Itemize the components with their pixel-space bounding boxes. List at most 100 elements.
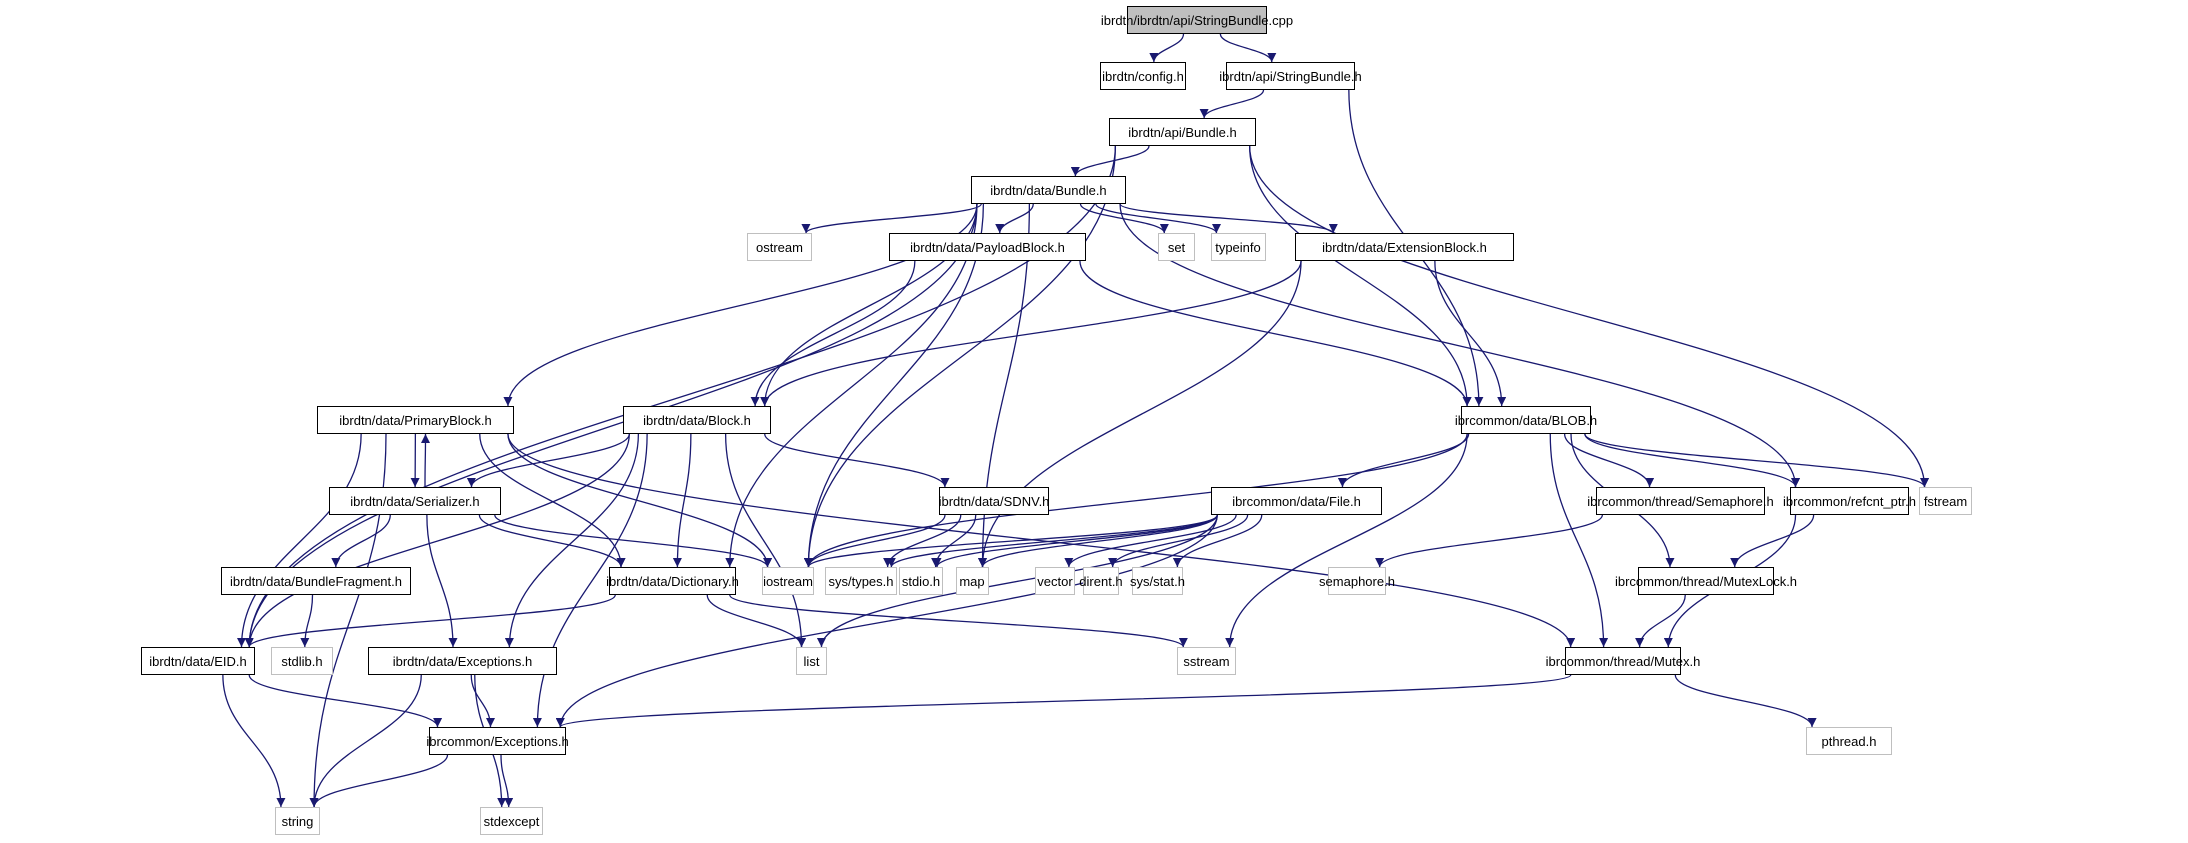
node-common-exceptions[interactable]: ibrcommon/Exceptions.h (426, 727, 569, 755)
node-label: dirent.h (1079, 573, 1123, 589)
edge-blob-to-semaphore-h (1563, 433, 1655, 488)
node-api-bundle[interactable]: ibrdtn/api/Bundle.h (1109, 118, 1256, 146)
node-label: map (959, 573, 985, 589)
node-stringbundle-h[interactable]: ibrdtn/api/StringBundle.h (1219, 62, 1362, 90)
edge-file-to-common-exceptions (555, 514, 1218, 728)
node-label: vector (1037, 573, 1073, 589)
node-label: stdlib.h (281, 653, 323, 669)
edge-block-to-common-exceptions (532, 433, 648, 728)
edge-common-exceptions-to-stdexcept (500, 754, 514, 808)
node-label: semaphore.h (1319, 573, 1395, 589)
node-systypes: sys/types.h (824, 567, 898, 595)
edge-file-to-vector (1064, 514, 1237, 568)
edge-serializer-to-dictionary (478, 514, 626, 568)
node-label: ibrdtn/data/PayloadBlock.h (910, 239, 1065, 255)
edge-data-exceptions-to-common-exceptions (470, 674, 495, 728)
edge-common-exceptions-to-string (309, 754, 449, 808)
edge-blob-to-refcnt (1584, 433, 1800, 488)
node-sstream: sstream (1177, 647, 1236, 675)
edge-stringbundle-h-to-api-bundle (1199, 89, 1265, 119)
node-label: ibrdtn/data/Exceptions.h (392, 653, 533, 669)
edge-eid-to-common-exceptions (248, 674, 443, 728)
node-label: ibrdtn/data/Dictionary.h (606, 573, 739, 589)
node-label: ibrdtn/api/Bundle.h (1128, 124, 1237, 140)
node-extensionblock[interactable]: ibrdtn/data/ExtensionBlock.h (1295, 233, 1514, 261)
edge-extensionblock-to-block (760, 260, 1302, 407)
node-label: ibrcommon/Exceptions.h (426, 733, 569, 749)
node-eid[interactable]: ibrdtn/data/EID.h (140, 647, 256, 675)
node-primaryblock[interactable]: ibrdtn/data/PrimaryBlock.h (317, 406, 514, 434)
node-label: list (803, 653, 820, 669)
node-data-bundle[interactable]: ibrdtn/data/Bundle.h (970, 176, 1127, 204)
node-typeinfo: typeinfo (1210, 233, 1266, 261)
edge-api-bundle-to-data-bundle (1070, 145, 1150, 177)
node-mutexlock[interactable]: ibrcommon/thread/MutexLock.h (1615, 567, 1797, 595)
edge-file-to-systypes (886, 514, 1218, 568)
edge-file-to-list (817, 514, 1218, 648)
edge-block-to-data-exceptions (504, 433, 640, 648)
node-stdlib: stdlib.h (271, 647, 333, 675)
edge-payloadblock-to-block (750, 260, 916, 407)
node-semaphore-h[interactable]: ibrcommon/thread/Semaphore.h (1587, 487, 1774, 515)
node-refcnt[interactable]: ibrcommon/refcnt_ptr.h (1783, 487, 1916, 515)
edge-refcnt-to-mutexlock (1730, 514, 1815, 568)
node-stdexcept: stdexcept (480, 807, 543, 835)
edge-serializer-to-data-exceptions (426, 514, 458, 648)
edge-blob-to-mutex (1549, 433, 1609, 648)
edge-block-to-eid (244, 433, 630, 648)
node-label: sys/stat.h (1130, 573, 1185, 589)
node-root[interactable]: ibrdtn/ibrdtn/api/StringBundle.cpp (1101, 6, 1293, 34)
edge-serializer-to-iostream (494, 514, 772, 568)
node-label: ibrdtn/api/StringBundle.h (1219, 68, 1362, 84)
node-fstream: fstream (1918, 487, 1973, 515)
node-bundlefragment[interactable]: ibrdtn/data/BundleFragment.h (221, 567, 411, 595)
edge-block-to-sdnv (764, 433, 950, 488)
node-serializer[interactable]: ibrdtn/data/Serializer.h (329, 487, 501, 515)
node-file[interactable]: ibrcommon/data/File.h (1211, 487, 1382, 515)
edge-api-bundle-to-fstream (1249, 145, 1930, 488)
edge-root-to-stringbundle-h (1219, 33, 1277, 63)
node-label: ibrdtn/data/ExtensionBlock.h (1322, 239, 1487, 255)
edge-file-to-dirent (1108, 514, 1249, 568)
node-mutex[interactable]: ibrcommon/thread/Mutex.h (1546, 647, 1700, 675)
node-label: ibrcommon/thread/Semaphore.h (1587, 493, 1774, 509)
node-label: pthread.h (1821, 733, 1877, 749)
node-dictionary[interactable]: ibrdtn/data/Dictionary.h (606, 567, 739, 595)
node-label: ibrdtn/data/Block.h (643, 412, 751, 428)
edge-file-to-iostream (804, 514, 1218, 568)
node-sdnv[interactable]: ibrdtn/data/SDNV.h (939, 487, 1049, 515)
node-label: set (1167, 239, 1186, 255)
edge-file-to-map (978, 514, 1218, 568)
edge-data-bundle-to-payloadblock (995, 203, 1034, 234)
edge-data-exceptions-to-string (309, 674, 422, 808)
edge-mutexlock-to-mutex (1635, 594, 1686, 648)
node-blob[interactable]: ibrcommon/data/BLOB.h (1455, 406, 1597, 434)
edge-blob-to-iostream (803, 433, 1468, 568)
node-map: map (955, 567, 989, 595)
node-data-exceptions[interactable]: ibrdtn/data/Exceptions.h (368, 647, 557, 675)
edge-payloadblock-to-blob (1079, 260, 1472, 407)
node-label: ibrcommon/thread/Mutex.h (1545, 653, 1701, 669)
node-sysstat: sys/stat.h (1130, 567, 1185, 595)
node-block[interactable]: ibrdtn/data/Block.h (623, 406, 771, 434)
node-payloadblock[interactable]: ibrdtn/data/PayloadBlock.h (889, 233, 1086, 261)
node-dirent: dirent.h (1079, 567, 1123, 595)
edge-root-to-config (1149, 33, 1185, 63)
node-label: ibrdtn/data/PrimaryBlock.h (339, 412, 492, 428)
edge-dictionary-to-sstream (729, 594, 1188, 648)
edge-block-to-dictionary (672, 433, 692, 568)
node-label: ostream (756, 239, 803, 255)
edge-api-bundle-to-blob (1249, 145, 1472, 407)
node-label: string (281, 813, 314, 829)
edge-blob-to-fstream (1584, 433, 1929, 488)
edge-extensionblock-to-map (978, 260, 1302, 568)
edge-serializer-to-bundlefragment (331, 514, 391, 568)
edge-file-to-stdio (932, 514, 1218, 568)
node-label: typeinfo (1215, 239, 1261, 255)
node-config[interactable]: ibrdtn/config.h (1100, 62, 1186, 90)
edge-eid-to-string (222, 674, 286, 808)
edge-primaryblock-to-dictionary (479, 433, 626, 568)
node-list: list (795, 647, 828, 675)
node-label: ibrdtn/data/Bundle.h (990, 182, 1107, 198)
